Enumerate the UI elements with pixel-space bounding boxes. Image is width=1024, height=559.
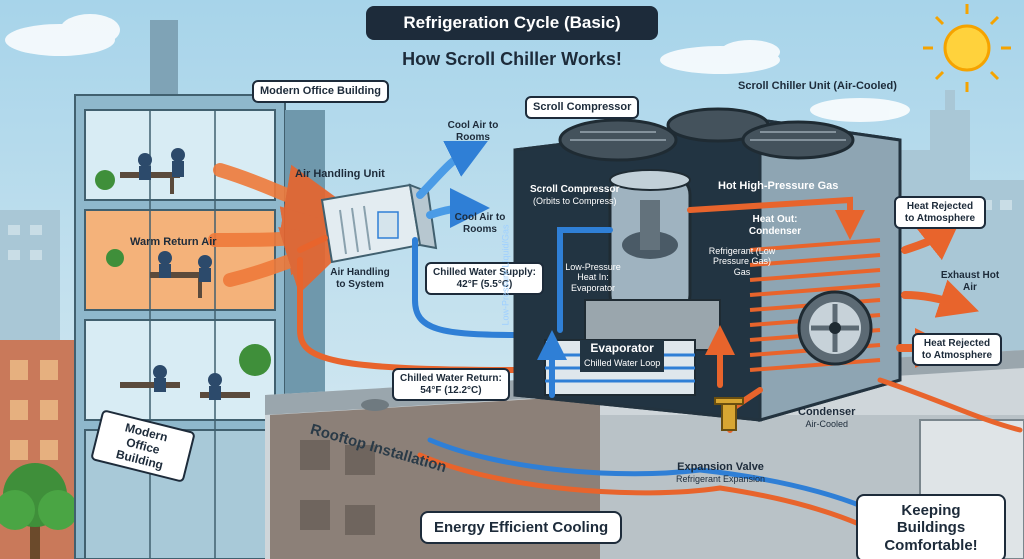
label-heat-out-text: Heat Out: Condenser: [749, 214, 801, 237]
label-chiller-unit: Scroll Chiller Unit (Air-Cooled): [738, 80, 897, 93]
label-expansion-valve-text: Expansion Valve: [677, 461, 764, 473]
banner-keeping-text: Keeping Buildings Comfortable!: [884, 502, 977, 554]
label-building-bottom-text: Modern Office Building: [115, 420, 169, 472]
label-cool-air-1: Cool Air to Rooms: [445, 120, 501, 143]
diagram-subtitle: How Scroll Chiller Works!: [380, 44, 644, 74]
label-cool-air-1-text: Cool Air to Rooms: [448, 120, 499, 143]
label-heat-rejected-1: Heat Rejected to Atmosphere: [894, 196, 986, 229]
label-expansion-valve-sub: Refrigerant Expansion: [676, 474, 765, 484]
label-condenser: Condenser Air-Cooled: [792, 403, 861, 432]
condenser-fan-icon: [799, 292, 871, 364]
diagram-title: Refrigeration Cycle (Basic): [366, 6, 658, 40]
label-low-pressure-text: Low-Pressure Heat In: Evaporator: [565, 262, 621, 293]
label-expansion-valve: Expansion Valve Refrigerant Expansion: [670, 458, 771, 487]
banner-keeping: Keeping Buildings Comfortable!: [856, 494, 1006, 559]
label-heat-rejected-1-text: Heat Rejected to Atmosphere: [905, 201, 975, 224]
label-heat-out: Heat Out: Condenser: [742, 214, 808, 237]
label-exhaust-text: Exhaust Hot Air: [941, 270, 999, 293]
label-warm-return: Warm Return Air: [130, 236, 217, 249]
label-evaporator: Evaporator Chilled Water Loop: [580, 340, 664, 372]
label-cool-air-2-text: Cool Air to Rooms: [455, 212, 506, 235]
label-chilled-return-temp: 54°F (12.2°C): [420, 385, 481, 396]
label-scroll-compressor: Scroll Compressor: [525, 96, 639, 119]
label-condenser-text: Condenser: [798, 406, 855, 418]
label-compressor-inner: Scroll Compressor (Orbits to Compress): [530, 184, 619, 207]
banner-energy: Energy Efficient Cooling: [420, 511, 622, 544]
label-chilled-supply-text: Chilled Water Supply:: [433, 267, 536, 278]
label-compressor-inner-text: Scroll Compressor: [530, 184, 619, 195]
label-chilled-supply: Chilled Water Supply: 42°F (5.5°C): [425, 262, 544, 295]
label-ahu: Air Handling Unit: [295, 168, 385, 181]
label-ahu-system: Air Handling to System: [325, 267, 395, 290]
label-compressor-inner-sub: (Orbits to Compress): [533, 196, 617, 206]
label-heat-rejected-2-text: Heat Rejected to Atmosphere: [922, 338, 992, 361]
label-low-pressure: Low-Pressure Heat In: Evaporator: [562, 262, 624, 293]
label-evaporator-text: Evaporator: [590, 341, 653, 355]
label-chilled-return-text: Chilled Water Return:: [400, 373, 502, 384]
label-exhaust: Exhaust Hot Air: [940, 270, 1000, 293]
label-refrigerant: Refrigerant (Low Pressure Gas) Gas: [706, 246, 778, 277]
label-hot-gas: Hot High-Pressure Gas: [718, 180, 838, 193]
label-evaporator-sub: Chilled Water Loop: [584, 358, 660, 368]
label-heat-rejected-2: Heat Rejected to Atmosphere: [912, 333, 1002, 366]
label-refrigerant-text: Refrigerant (Low Pressure Gas) Gas: [709, 246, 776, 277]
label-chilled-return: Chilled Water Return: 54°F (12.2°C): [392, 368, 510, 401]
label-condenser-sub: Air-Cooled: [798, 419, 855, 429]
label-low-pressure-liquid: Low-Pressure Liquid/Gas: [501, 224, 511, 325]
label-ahu-system-text: Air Handling to System: [330, 267, 389, 290]
label-building-top: Modern Office Building: [252, 80, 389, 103]
